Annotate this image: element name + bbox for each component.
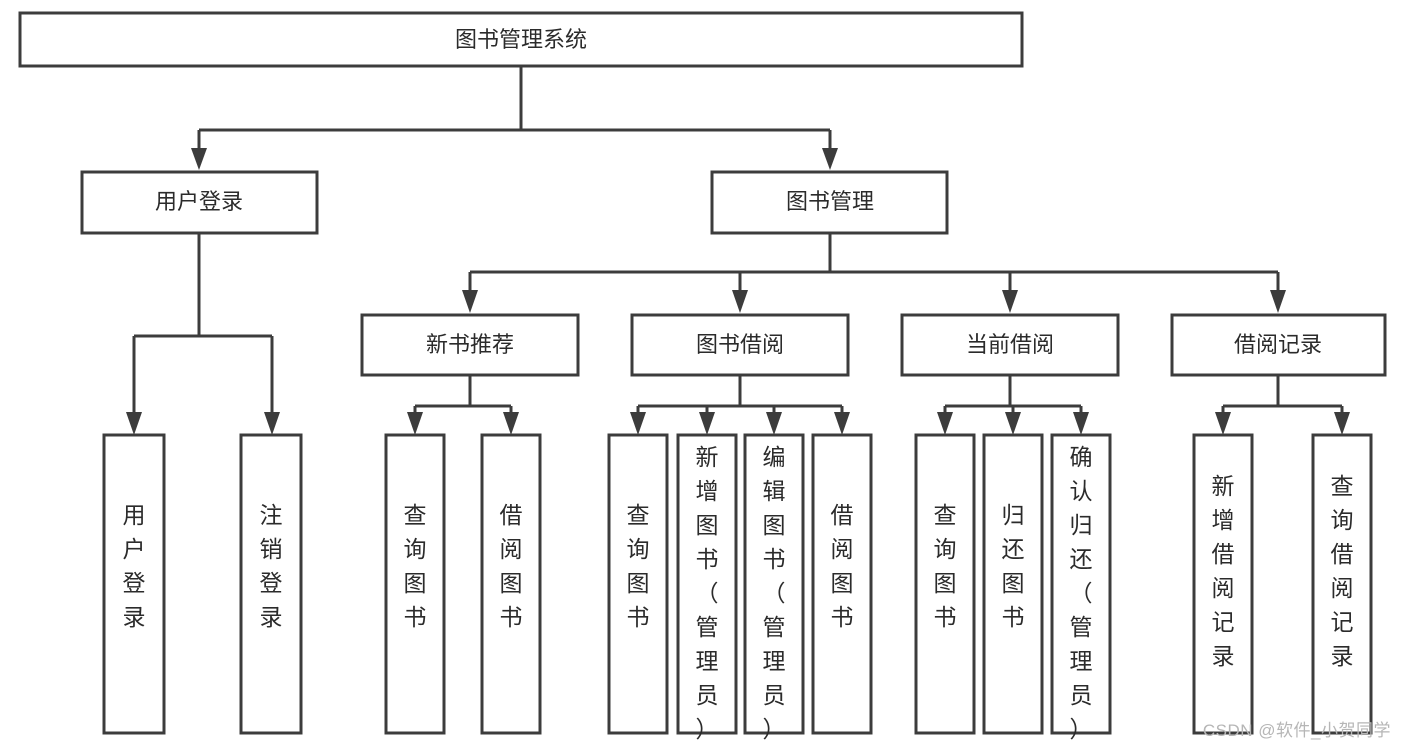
- node-leaf-edit-book-box[interactable]: [743, 433, 805, 735]
- node-leaf-confirm-return-label: 确认归还（管理员）: [1070, 444, 1093, 742]
- node-leaf-borrow-book-1-box[interactable]: [480, 433, 542, 735]
- arrow-head-leaf-add-record: [1215, 412, 1231, 435]
- node-leaf-borrow-book-2-label: 借阅图书: [831, 502, 854, 630]
- csdn-watermark: CSDN @软件_小贺同学: [1202, 721, 1391, 740]
- node-root-box[interactable]: [18, 11, 1024, 68]
- arrow-head-book-borrow: [732, 290, 748, 313]
- arrow-head-borrow-record: [1270, 290, 1286, 313]
- arrow-head-leaf-query-record: [1334, 412, 1350, 435]
- node-leaf-add-record-label: 新增借阅记录: [1212, 473, 1235, 669]
- node-leaf-query-book-3[interactable]: 查询图书: [914, 433, 976, 735]
- node-current-borrow-label: 当前借阅: [966, 332, 1054, 357]
- node-book-management-label: 图书管理: [786, 189, 874, 214]
- node-new-book-recommend-label: 新书推荐: [426, 332, 514, 357]
- node-leaf-query-record-box[interactable]: [1311, 433, 1373, 735]
- arrow-head-user-login: [191, 148, 207, 170]
- arrow-head-leaf-query-book-2: [630, 412, 646, 435]
- node-leaf-confirm-return[interactable]: 确认归还（管理员）: [1050, 433, 1112, 742]
- node-leaf-add-book-box[interactable]: [676, 433, 738, 735]
- node-user-login-box[interactable]: [80, 170, 319, 235]
- arrow-head-new-book-recommend: [462, 290, 478, 313]
- node-new-book-recommend[interactable]: 新书推荐: [360, 313, 580, 377]
- node-leaf-return-book[interactable]: 归还图书: [982, 433, 1044, 735]
- node-leaf-query-record[interactable]: 查询借阅记录: [1311, 433, 1373, 735]
- node-leaf-user-login[interactable]: 用户登录: [102, 433, 166, 735]
- arrow-head-leaf-edit-book: [766, 412, 782, 435]
- arrow-head-leaf-user-login: [126, 412, 142, 435]
- node-leaf-query-book-1[interactable]: 查询图书: [384, 433, 446, 735]
- node-leaf-logout-login[interactable]: 注销登录: [239, 433, 303, 735]
- node-borrow-record-label: 借阅记录: [1234, 332, 1322, 357]
- node-leaf-query-book-1-label: 查询图书: [404, 502, 427, 630]
- node-new-book-recommend-box[interactable]: [360, 313, 580, 377]
- node-leaf-add-book[interactable]: 新增图书（管理员）: [676, 433, 738, 742]
- node-leaf-borrow-book-2[interactable]: 借阅图书: [811, 433, 873, 735]
- node-leaf-edit-book-label: 编辑图书（管理员）: [763, 444, 786, 742]
- node-current-borrow[interactable]: 当前借阅: [900, 313, 1120, 377]
- node-leaf-logout-login-label: 注销登录: [260, 502, 283, 630]
- node-leaf-return-book-box[interactable]: [982, 433, 1044, 735]
- node-leaf-add-record-box[interactable]: [1192, 433, 1254, 735]
- node-book-management-box[interactable]: [710, 170, 949, 235]
- node-user-login-label: 用户登录: [155, 189, 243, 214]
- node-leaf-add-book-label: 新增图书（管理员）: [696, 444, 719, 742]
- arrow-head-current-borrow: [1002, 290, 1018, 313]
- node-book-borrow-label: 图书借阅: [696, 332, 784, 357]
- node-root-label: 图书管理系统: [455, 27, 587, 52]
- node-leaf-query-book-2-label: 查询图书: [627, 502, 650, 630]
- arrow-head-leaf-borrow-book-1: [503, 412, 519, 435]
- arrow-head-leaf-query-book-1: [407, 412, 423, 435]
- arrow-head-book-management: [822, 148, 838, 170]
- node-leaf-query-book-3-box[interactable]: [914, 433, 976, 735]
- connector-layer: [126, 66, 1350, 435]
- arrow-head-leaf-confirm-return: [1073, 412, 1089, 435]
- node-user-login[interactable]: 用户登录: [80, 170, 319, 235]
- node-book-borrow[interactable]: 图书借阅: [630, 313, 850, 377]
- node-leaf-return-book-label: 归还图书: [1002, 502, 1025, 630]
- node-book-management[interactable]: 图书管理: [710, 170, 949, 235]
- arrow-head-leaf-add-book: [699, 412, 715, 435]
- node-leaf-user-login-label: 用户登录: [123, 502, 146, 630]
- node-current-borrow-box[interactable]: [900, 313, 1120, 377]
- arrow-head-leaf-query-book-3: [937, 412, 953, 435]
- node-leaf-borrow-book-1[interactable]: 借阅图书: [480, 433, 542, 735]
- node-root[interactable]: 图书管理系统: [18, 11, 1024, 68]
- node-leaf-query-book-2[interactable]: 查询图书: [607, 433, 669, 735]
- node-leaf-borrow-book-1-label: 借阅图书: [500, 502, 523, 630]
- node-leaf-borrow-book-2-box[interactable]: [811, 433, 873, 735]
- node-leaf-confirm-return-box[interactable]: [1050, 433, 1112, 735]
- node-leaf-query-book-3-label: 查询图书: [934, 502, 957, 630]
- node-borrow-record-box[interactable]: [1170, 313, 1387, 377]
- node-leaf-query-book-2-box[interactable]: [607, 433, 669, 735]
- arrow-head-leaf-return-book: [1005, 412, 1021, 435]
- node-leaf-query-record-label: 查询借阅记录: [1331, 473, 1354, 669]
- node-leaf-user-login-box[interactable]: [102, 433, 166, 735]
- node-leaf-add-record[interactable]: 新增借阅记录: [1192, 433, 1254, 735]
- node-leaf-edit-book[interactable]: 编辑图书（管理员）: [743, 433, 805, 742]
- node-leaf-query-book-1-box[interactable]: [384, 433, 446, 735]
- node-book-borrow-box[interactable]: [630, 313, 850, 377]
- node-leaf-logout-login-box[interactable]: [239, 433, 303, 735]
- arrow-head-leaf-logout-login: [264, 412, 280, 435]
- node-borrow-record[interactable]: 借阅记录: [1170, 313, 1387, 377]
- arrow-head-leaf-borrow-book-2: [834, 412, 850, 435]
